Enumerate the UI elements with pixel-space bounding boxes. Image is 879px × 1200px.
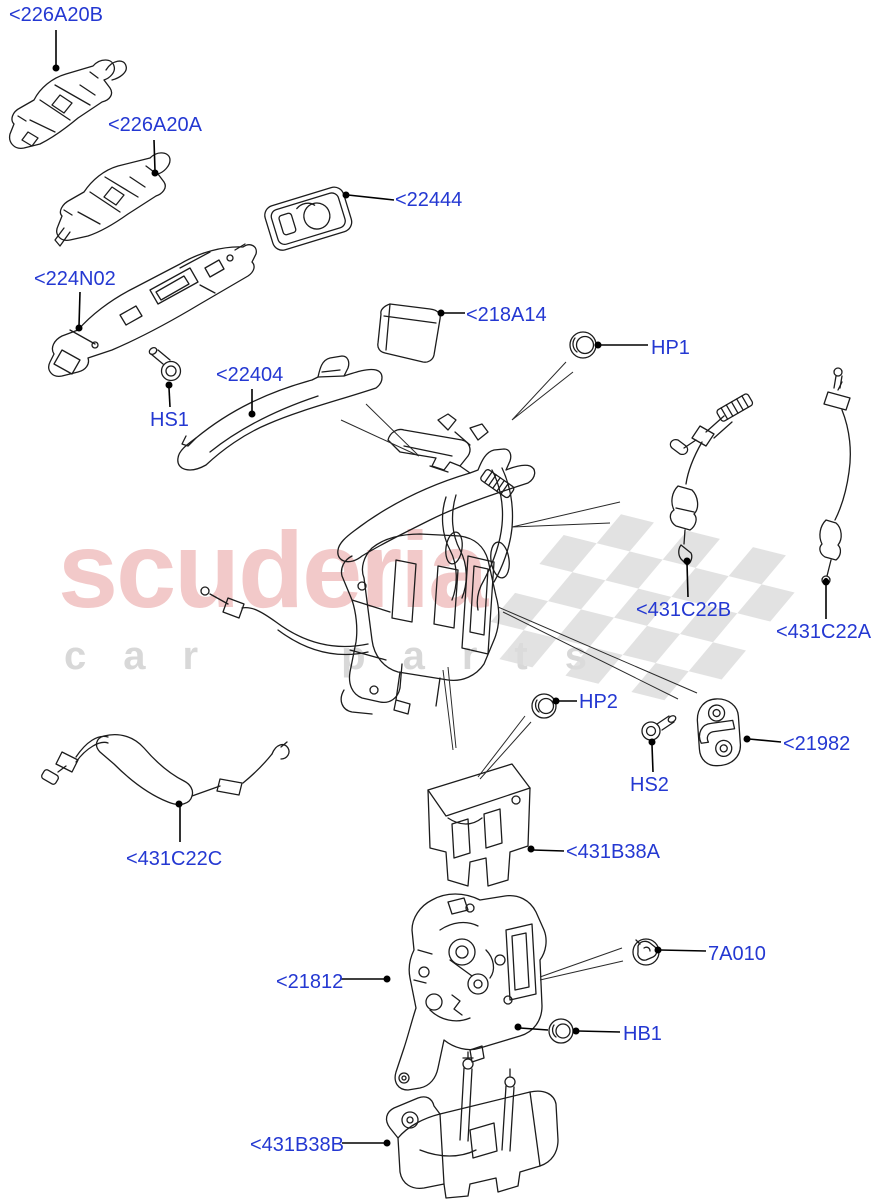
part-431B38A-drawing [427, 763, 531, 887]
part-label-22444[interactable]: <22444 [395, 189, 463, 211]
part-HP1-drawing [569, 331, 597, 359]
part-label-21812[interactable]: <21812 [276, 971, 344, 993]
part-HP2-drawing [531, 693, 557, 719]
part-label-HS2[interactable]: HS2 [630, 774, 669, 796]
part-HS2-drawing [641, 715, 677, 741]
part-label-7A010[interactable]: 7A010 [708, 943, 766, 965]
part-HB1-drawing [548, 1018, 574, 1044]
part-431C22A-drawing [819, 367, 851, 585]
part-label-226A20B[interactable]: <226A20B [9, 4, 103, 26]
watermark-checkered-flag [490, 514, 795, 701]
part-7A010-drawing [632, 938, 660, 966]
part-label-HP2[interactable]: HP2 [579, 691, 618, 713]
part-431B38B-drawing [385, 1051, 559, 1199]
part-22444-drawing [264, 186, 353, 251]
part-431C22C-drawing [41, 733, 290, 806]
latch-assembly-drawing [200, 413, 536, 715]
part-218A14-drawing [377, 303, 441, 363]
part-21982-drawing [696, 698, 742, 767]
watermark-tagline: car parts [64, 634, 624, 678]
leader-lines [52, 30, 830, 1147]
part-label-226A20A[interactable]: <226A20A [108, 114, 202, 136]
part-226A20B-drawing [8, 59, 127, 149]
part-22404-drawing [177, 355, 383, 471]
part-226A20A-drawing [54, 152, 171, 247]
part-label-224N02[interactable]: <224N02 [34, 268, 116, 290]
part-21812-drawing [394, 893, 547, 1091]
part-label-22404[interactable]: <22404 [216, 364, 284, 386]
part-224N02-drawing [48, 243, 257, 377]
part-label-431C22B[interactable]: <431C22B [636, 599, 732, 621]
part-label-HP1[interactable]: HP1 [651, 337, 690, 359]
part-HS1-drawing [148, 346, 182, 382]
part-label-431C22C[interactable]: <431C22C [126, 848, 223, 870]
pointer-lines [340, 361, 698, 981]
part-label-21982[interactable]: <21982 [783, 733, 851, 755]
part-label-431C22A[interactable]: <431C22A [776, 621, 872, 643]
part-label-HB1[interactable]: HB1 [623, 1023, 662, 1045]
part-label-218A14[interactable]: <218A14 [466, 304, 547, 326]
part-label-HS1[interactable]: HS1 [150, 409, 189, 431]
part-label-431B38A[interactable]: <431B38A [566, 841, 660, 863]
part-label-431B38B[interactable]: <431B38B [250, 1134, 344, 1156]
